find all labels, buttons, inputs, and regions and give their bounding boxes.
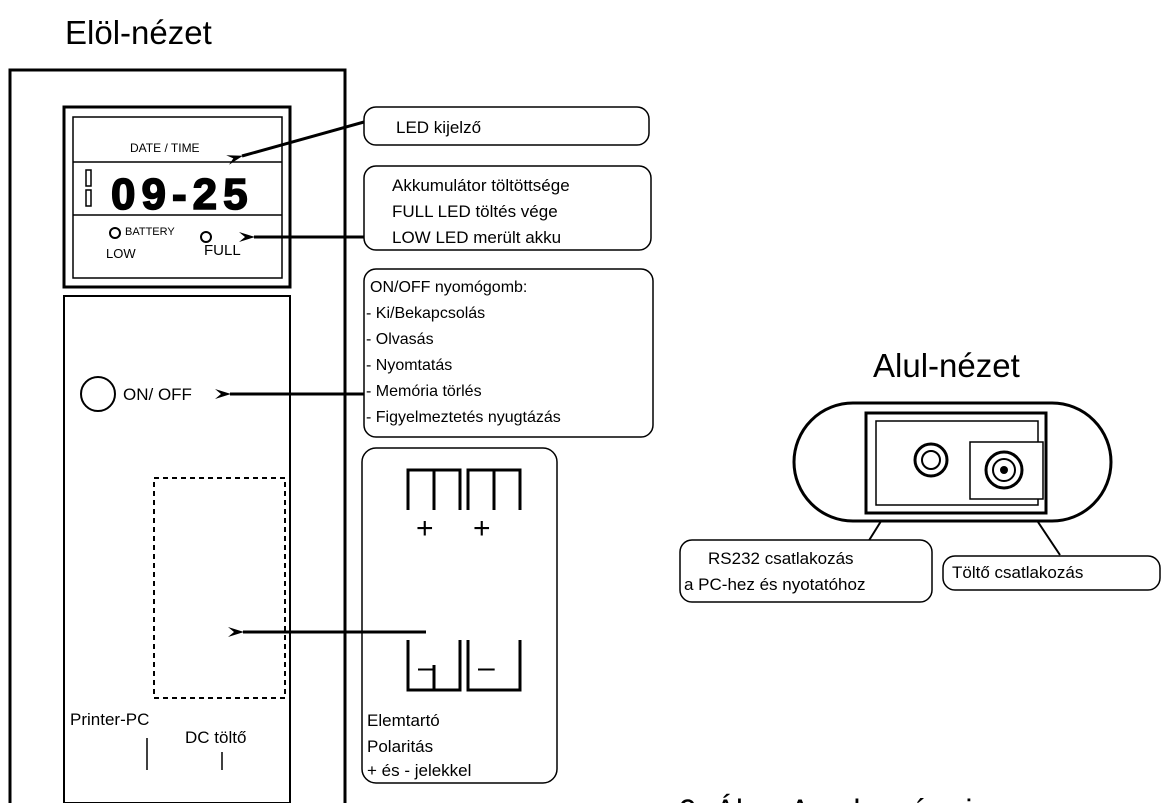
low-led-icon	[109, 227, 121, 239]
front-view-title: Elöl-nézet	[65, 14, 212, 51]
blank-digit	[85, 169, 92, 207]
callout-battery-line: LOW LED merült akku	[392, 228, 561, 247]
callout-onoff-line: ON/OFF nyomógomb:	[370, 279, 527, 296]
callout-onoff-line: - Nyomtatás	[366, 357, 452, 374]
arrow-led	[226, 120, 365, 165]
callout-rs232-line: a PC-hez és nyotatóhoz	[684, 575, 865, 594]
lower-panel	[63, 295, 291, 803]
callout-battery-line: FULL LED töltés vége	[392, 202, 558, 221]
bottom-view-title: Alul-nézet	[873, 347, 1020, 384]
callout-onoff-box	[363, 268, 654, 438]
callout-charger-text: Töltő csatlakozás	[952, 563, 1083, 582]
callout-led-text: LED kijelző	[396, 118, 481, 137]
callout-battery-line: Akkumulátor töltöttsége	[392, 176, 570, 195]
seven-segment-display: 09-25	[85, 169, 254, 220]
callout-holder-line: Polaritás	[367, 737, 433, 756]
plus-sign: +	[416, 512, 434, 545]
callout-onoff-line: - Figyelmeztetés nyugtázás	[366, 409, 561, 426]
low-label: LOW	[106, 246, 136, 261]
battery-compartment-outline	[153, 477, 286, 699]
battery-holder-icon	[406, 468, 522, 692]
onoff-button-icon[interactable]	[80, 376, 116, 412]
full-label: FULL	[204, 242, 241, 259]
printer-pc-label: Printer-PC	[70, 710, 149, 729]
full-led-icon	[200, 231, 212, 243]
callout-holder-box	[361, 447, 558, 784]
minus-sign: –	[418, 651, 435, 684]
callout-led-box	[363, 106, 650, 146]
callout-charger-box	[942, 555, 1161, 591]
display-header: DATE / TIME	[130, 141, 200, 155]
led-display-unit: DATE / TIME 09-25 BATTERY LOW FULL	[62, 105, 292, 289]
device-outline	[8, 68, 347, 803]
callout-onoff-line: - Ki/Bekapcsolás	[366, 305, 485, 322]
callout-holder-line: + és - jelekkel	[367, 761, 471, 780]
callout-battery-box	[363, 165, 652, 251]
callout-holder-line: Elemtartó	[367, 711, 440, 730]
rs232-port-icon	[913, 442, 949, 478]
charger-port-icon	[969, 441, 1044, 500]
battery-label: BATTERY	[125, 226, 175, 238]
callout-onoff-line: - Olvasás	[366, 331, 434, 348]
digit-readout: 09-25	[111, 170, 254, 219]
bottom-view-device	[792, 401, 1113, 523]
minus-sign: –	[478, 651, 495, 684]
figure-caption: 9. Ábra Az olvasó rajza	[679, 793, 1006, 803]
plus-sign: +	[473, 512, 491, 545]
callout-rs232-box	[679, 539, 933, 603]
callout-rs232-line: RS232 csatlakozás	[708, 549, 854, 568]
onoff-label: ON/ OFF	[123, 385, 192, 404]
dc-label: DC töltő	[185, 728, 246, 747]
callout-onoff-line: - Memória törlés	[366, 383, 482, 400]
